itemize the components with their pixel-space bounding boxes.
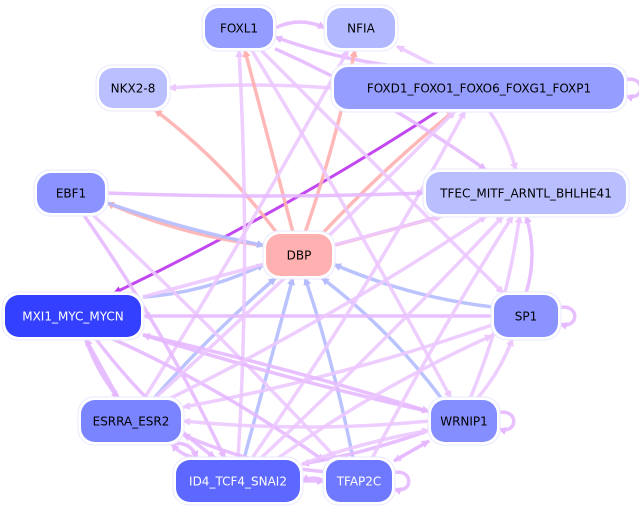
node-label: NKX2-8 (111, 82, 156, 96)
node-box (176, 460, 300, 502)
node-nfia[interactable]: NFIA (323, 4, 399, 52)
node-tfec[interactable]: TFEC_MITF_ARNTL_BHLHE41 (422, 168, 630, 218)
edge-dbp-to-foxd1 (322, 109, 456, 234)
edge-foxl1-to-wrnip1 (250, 49, 453, 399)
node-label: EBF1 (56, 187, 86, 201)
edge-id4-to-foxl1 (235, 49, 247, 459)
node-box (99, 68, 167, 108)
node-tfap2c[interactable]: TFAP2C (322, 456, 396, 506)
edge-dbp-to-nkx2-8 (153, 108, 278, 234)
node-label: ID4_TCF4_SNAI2 (189, 475, 287, 489)
node-box (266, 234, 332, 276)
node-label: FOXD1_FOXO1_FOXO6_FOXG1_FOXP1 (367, 82, 591, 96)
node-box (494, 295, 558, 337)
edge-ebf1-to-tfap2c (91, 213, 338, 460)
edge-wrnip1-to-esrra (182, 417, 430, 429)
edge-id4-to-wrnip1 (301, 427, 430, 466)
edge-id4-to-dbp (242, 277, 295, 459)
edge-id4-to-foxd1 (250, 110, 467, 460)
edge-wrnip1-to-sp1 (476, 338, 515, 400)
node-label: TFAP2C (336, 475, 382, 489)
edge-ebf1-to-id4 (82, 213, 227, 459)
edge-esrra-to-nfia (143, 49, 350, 399)
edge-sp1-to-sp1 (557, 305, 577, 330)
node-dbp[interactable]: DBP (262, 230, 336, 280)
node-ebf1[interactable]: EBF1 (33, 169, 109, 217)
node-box (326, 460, 392, 502)
edge-foxl1-to-nfia (274, 20, 326, 30)
node-mxi1[interactable]: MXI1_MYC_MYCN (1, 291, 145, 341)
node-box (5, 295, 141, 337)
nodes-layer: FOXL1 NFIA NKX2-8 FOXD1_FOXO1_FOXO6_FOXG1_F… (1, 4, 630, 506)
edge-esrra-to-tfec (170, 214, 488, 400)
node-wrnip1[interactable]: WRNIP1 (427, 396, 501, 446)
node-box (37, 173, 105, 213)
edge-esrra-to-dbp (152, 276, 277, 400)
node-box (426, 172, 626, 214)
edge-foxd1-to-mxi1 (113, 109, 439, 295)
node-label: WRNIP1 (440, 415, 488, 429)
edge-foxd1-to-nfia (396, 44, 435, 67)
edge-tfap2c-to-tfec (370, 215, 515, 459)
edge-foxl1-to-sp1 (259, 48, 505, 295)
edge-foxd1-to-tfec (487, 110, 518, 171)
node-box (81, 400, 181, 442)
edge-foxd1-to-foxl1 (274, 35, 388, 67)
edge-esrra-to-mxi1 (84, 338, 120, 399)
edge-foxd1-to-nkx2-8 (168, 83, 333, 92)
node-box (431, 400, 497, 442)
node-box (205, 8, 273, 48)
edge-mxi1-to-wrnip1 (142, 333, 430, 414)
edge-ebf1-to-tfec (106, 189, 425, 198)
node-label: TFEC_MITF_ARNTL_BHLHE41 (439, 187, 612, 201)
edge-id4-to-tfec (259, 214, 505, 460)
node-label: NFIA (347, 22, 375, 36)
node-id4[interactable]: ID4_TCF4_SNAI2 (172, 456, 304, 506)
node-esrra[interactable]: ESRRA_ESR2 (77, 396, 185, 446)
node-nkx2-8[interactable]: NKX2-8 (95, 64, 171, 112)
edge-mxi1-to-dbp (142, 262, 265, 299)
node-label: FOXL1 (220, 22, 258, 36)
node-box (327, 8, 395, 48)
node-label: SP1 (515, 310, 538, 324)
edge-tfap2c-to-id4 (301, 474, 325, 483)
edge-dbp-to-foxl1 (242, 49, 295, 233)
edge-wrnip1-to-dbp (320, 276, 443, 400)
node-label: DBP (287, 249, 312, 263)
node-label: ESRRA_ESR2 (93, 415, 170, 429)
node-foxd1[interactable]: FOXD1_FOXO1_FOXO6_FOXG1_FOXP1 (330, 63, 628, 113)
edge-wrnip1-to-wrnip1 (496, 410, 516, 435)
edge-tfap2c-to-tfap2c (391, 470, 411, 495)
node-label: MXI1_MYC_MYCN (22, 310, 124, 324)
edge-foxd1-to-foxd1 (623, 77, 639, 102)
node-foxl1[interactable]: FOXL1 (201, 4, 277, 52)
edge-tfap2c-to-dbp (303, 277, 355, 459)
edges-layer (82, 20, 639, 495)
edge-tfap2c-to-wrnip1 (393, 439, 430, 463)
edge-wrnip1-to-mxi1 (142, 333, 430, 414)
edge-sp1-to-dbp (333, 262, 493, 309)
node-box (334, 67, 624, 109)
edge-sp1-to-tfec (524, 215, 534, 294)
edge-id4-to-sp1 (277, 333, 493, 460)
node-sp1[interactable]: SP1 (490, 291, 562, 341)
edge-sp1-to-esrra (182, 323, 493, 410)
